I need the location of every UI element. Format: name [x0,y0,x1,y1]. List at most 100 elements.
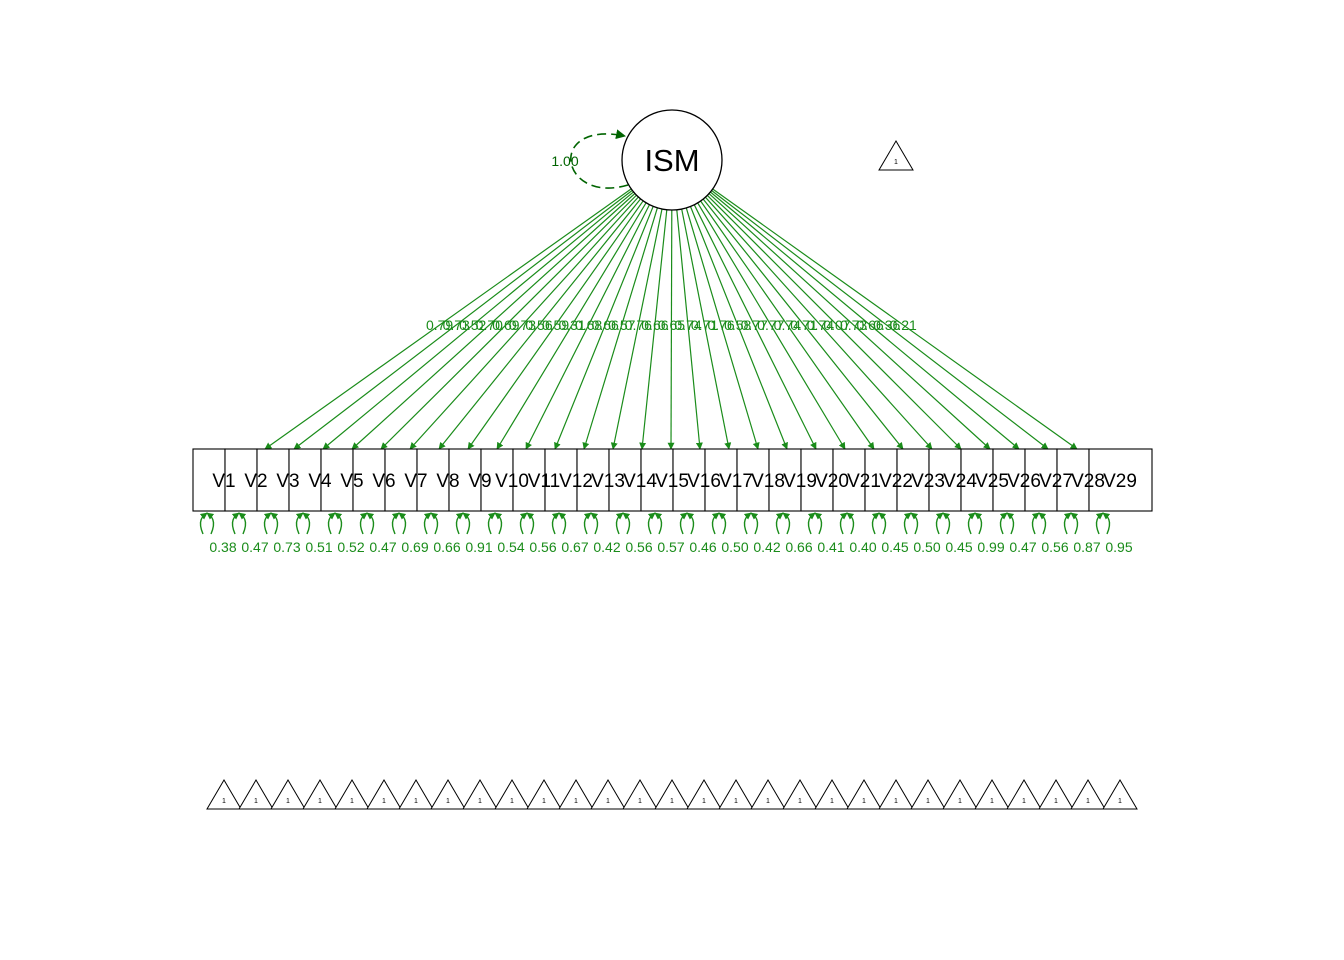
loading-path-v2 [293,189,633,450]
observed-box-v6 [352,448,386,512]
intercept-label-v5: 1 [350,798,354,805]
observed-label-v21: V21 [847,471,881,492]
observed-box-v13 [576,448,610,512]
residual-loop-right-v28 [1070,512,1079,535]
intercept-triangle-v12 [558,779,594,810]
observed-box-v15 [640,448,674,512]
residual-loop-left-v18 [743,512,752,535]
residual-label-v29: 0.95 [1105,539,1132,555]
intercept-label-v27: 1 [1054,798,1058,805]
intercept-label-v12: 1 [574,798,578,805]
residual-label-v10: 0.54 [497,539,524,555]
intercept-triangle-v10 [494,779,530,810]
intercept-triangle-v26 [1006,779,1042,810]
residual-loop-left-v2 [231,512,240,535]
intercept-triangle-v21 [846,779,882,810]
loading-path-v13 [610,208,663,450]
residual-loop-right-v9 [462,512,471,535]
intercept-triangle-v22 [878,779,914,810]
residual-label-v16: 0.46 [689,539,716,555]
intercept-label-v1: 1 [222,798,226,805]
observed-label-v22: V22 [879,471,913,492]
residual-loop-right-v23 [910,512,919,535]
loading-label-v9: 0.31 [558,317,585,333]
latent-node-ism [621,109,723,211]
residual-loop-right-v24 [942,512,951,535]
latent-intercept-triangle [878,140,914,171]
intercept-label-v16: 1 [702,798,706,805]
residual-loop-left-v3 [263,512,272,535]
intercept-triangle-v4 [302,779,338,810]
loading-path-v11 [554,206,654,450]
residual-label-v23: 0.50 [913,539,940,555]
intercept-triangle-v14 [622,779,658,810]
intercept-label-v2: 1 [254,798,258,805]
residual-loop-left-v9 [455,512,464,535]
observed-label-v17: V17 [719,471,753,492]
residual-loop-left-v13 [583,512,592,535]
loading-path-v7 [438,198,642,450]
loading-path-v24 [704,196,933,450]
intercept-triangle-v8 [430,779,466,810]
loading-path-v29 [712,188,1078,450]
residual-label-v11: 0.56 [529,539,556,555]
residual-loop-left-v19 [775,512,784,535]
residual-loop-left-v16 [679,512,688,535]
loading-path-v28 [711,190,1049,450]
residual-loop-left-v8 [423,512,432,535]
loading-path-v27 [710,191,1020,450]
residual-loop-left-v11 [519,512,528,535]
loading-path-v12 [582,207,658,450]
intercept-label-v9: 1 [478,798,482,805]
observed-box-v17 [704,448,738,512]
loading-path-v6 [409,196,639,450]
intercept-label-v26: 1 [1022,798,1026,805]
intercept-label-v15: 1 [670,798,674,805]
residual-loop-right-v4 [302,512,311,535]
intercept-label-v7: 1 [414,798,418,805]
observed-label-v6: V6 [372,471,395,492]
residual-label-v27: 0.56 [1041,539,1068,555]
latent-intercept-label: 1 [894,159,898,166]
residual-loop-left-v26 [999,512,1008,535]
loading-label-v26: 0.73 [840,317,867,333]
residual-loop-left-v6 [359,512,368,535]
observed-box-v8 [416,448,450,512]
residual-loop-right-v6 [366,512,375,535]
intercept-triangle-v3 [270,779,306,810]
intercept-triangle-v20 [814,779,850,810]
loading-label-v4: 0.70 [476,317,503,333]
residual-label-v20: 0.41 [817,539,844,555]
residual-loop-right-v5 [334,512,343,535]
residual-label-v26: 0.47 [1009,539,1036,555]
residual-loop-left-v27 [1031,512,1040,535]
residual-label-v4: 0.51 [305,539,332,555]
observed-box-v24 [928,448,962,512]
observed-box-v7 [384,448,418,512]
loading-path-v4 [351,193,636,450]
intercept-triangle-v24 [942,779,978,810]
observed-box-v3 [256,448,290,512]
residual-loop-right-v17 [718,512,727,535]
loading-label-v19: 0.58 [724,317,751,333]
loading-label-v3: 0.52 [459,317,486,333]
residual-loop-right-v26 [1006,512,1015,535]
observed-box-v23 [896,448,930,512]
intercept-triangle-v18 [750,779,786,810]
observed-label-v7: V7 [404,471,427,492]
intercept-triangle-v13 [590,779,626,810]
observed-box-v11 [512,448,546,512]
intercept-triangle-v9 [462,779,498,810]
intercept-label-v19: 1 [798,798,802,805]
loading-path-v20 [693,204,817,450]
residual-loop-left-v24 [935,512,944,535]
loading-path-v14 [639,209,668,450]
residual-loop-right-v27 [1038,512,1047,535]
loading-label-v12: 0.57 [608,317,635,333]
loading-path-v21 [697,202,846,450]
residual-loop-left-v17 [711,512,720,535]
residual-loop-left-v29 [1095,512,1104,535]
residual-loop-left-v23 [903,512,912,535]
